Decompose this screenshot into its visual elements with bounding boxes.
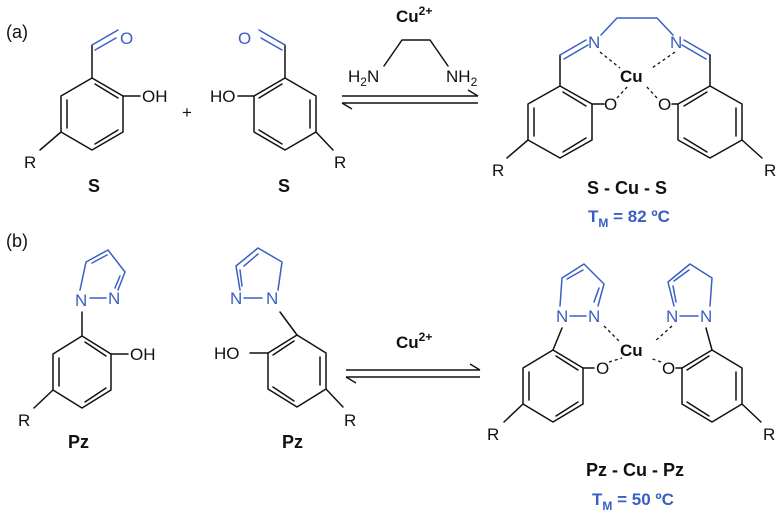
label-s-right: S <box>278 176 290 196</box>
melting-temperature-b: TM = 50 ºC <box>592 490 674 513</box>
product-s-cu-s: N N O R O R Cu S - Cu - S TM = 82 ºC <box>492 17 776 230</box>
r-group-label: R <box>24 153 36 172</box>
panel-a-tag: (a) <box>6 22 28 42</box>
diamine-left-amine: H2N <box>348 67 379 89</box>
plus-sign: + <box>182 103 192 122</box>
product-pz-cu-pz: N N O R N N O R Cu Pz - Cu - Pz TM = 50 … <box>487 263 775 513</box>
label-pz-right: Pz <box>282 432 303 452</box>
r-group-label: R <box>763 425 775 444</box>
copper-center: Cu <box>620 341 643 360</box>
copper-ion-b: Cu2+ <box>396 330 432 352</box>
phenolate-oxygen: O <box>596 359 609 378</box>
label-s-left: S <box>88 176 100 196</box>
r-group-label: R <box>344 411 356 430</box>
r-group-label: R <box>487 425 499 444</box>
melting-temperature-a: TM = 82 ºC <box>588 207 670 230</box>
copper-ion: Cu2+ <box>396 4 432 26</box>
r-group-label: R <box>492 161 504 180</box>
aldehyde-oxygen: O <box>120 29 133 48</box>
pyrazole-n2: N <box>666 307 678 326</box>
aldehyde-oxygen: O <box>238 29 251 48</box>
pyrazole-n1: N <box>556 307 568 326</box>
hydroxyl-label: HO <box>210 87 236 106</box>
pyrazole-n2: N <box>108 289 120 308</box>
pyrazole-n2: N <box>230 289 242 308</box>
equilibrium-arrow-a <box>341 89 479 110</box>
r-group-label: R <box>764 161 776 180</box>
r-group-label: R <box>18 411 30 430</box>
label-s-cu-s: S - Cu - S <box>587 178 667 198</box>
hydroxyl-label: OH <box>142 87 168 106</box>
molecule-s-left: O OH R S <box>24 29 168 196</box>
pyrazole-n1: N <box>700 307 712 326</box>
reagents-a: Cu2+ H2N NH2 <box>348 4 478 89</box>
hydroxyl-label: HO <box>214 344 240 363</box>
label-pz-left: Pz <box>68 432 89 452</box>
phenolate-oxygen: O <box>604 95 617 114</box>
molecule-pz-left: N N OH R Pz <box>18 249 156 452</box>
r-group-label: R <box>334 153 346 172</box>
molecule-s-right: O HO R S <box>210 29 346 196</box>
pyrazole-n2: N <box>588 307 600 326</box>
equilibrium-arrow-b <box>345 363 481 384</box>
imine-nitrogen: N <box>588 33 600 52</box>
phenolate-oxygen: O <box>658 95 671 114</box>
diamine-right-amine: NH2 <box>446 67 478 89</box>
molecule-pz-right: N N HO R Pz <box>214 247 356 452</box>
pyrazole-n1: N <box>266 289 278 308</box>
copper-center: Cu <box>620 67 643 86</box>
imine-nitrogen: N <box>670 33 682 52</box>
panel-b-tag: (b) <box>6 231 28 251</box>
label-pz-cu-pz: Pz - Cu - Pz <box>586 460 684 480</box>
hydroxyl-label: OH <box>130 345 156 364</box>
phenolate-oxygen: O <box>662 359 675 378</box>
pyrazole-n1: N <box>75 291 87 310</box>
